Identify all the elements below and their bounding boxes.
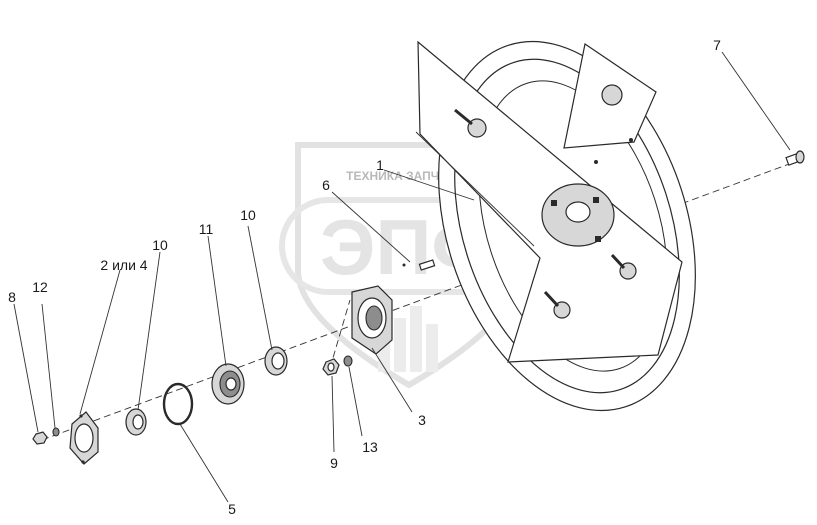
washer-12 xyxy=(52,427,60,437)
clamp-plate xyxy=(563,42,657,164)
callout-8: 8 xyxy=(8,289,16,305)
stud-axis xyxy=(329,299,351,369)
callout-7: 7 xyxy=(713,37,721,53)
bearing-housing-3 xyxy=(351,285,393,355)
cover-2-or-4 xyxy=(69,411,99,465)
seal-10-right xyxy=(264,346,288,376)
callout-10-right: 10 xyxy=(240,207,256,223)
callout-12: 12 xyxy=(32,279,48,295)
callout-10-left: 10 xyxy=(152,237,168,253)
callout-9: 9 xyxy=(330,455,338,471)
wheel-hub xyxy=(541,183,615,247)
o-ring-5 xyxy=(162,382,194,426)
callout-2-or-4: 2 или 4 xyxy=(100,257,147,273)
washer-13 xyxy=(343,355,353,367)
bolt-7 xyxy=(785,150,805,166)
callouts: 1 2 или 4 3 5 6 7 8 9 10 10 11 12 13 xyxy=(8,37,721,517)
seal-10-left xyxy=(125,408,147,436)
callout-13: 13 xyxy=(362,439,378,455)
nut-8 xyxy=(32,431,48,445)
nut-9 xyxy=(322,358,340,376)
bearing-11 xyxy=(211,363,245,405)
callout-1: 1 xyxy=(376,157,384,173)
callout-3: 3 xyxy=(418,412,426,428)
callout-6: 6 xyxy=(322,177,330,193)
callout-5: 5 xyxy=(228,501,236,517)
pin-6 xyxy=(402,259,436,271)
leader-lines xyxy=(13,51,791,503)
callout-11: 11 xyxy=(199,221,214,237)
